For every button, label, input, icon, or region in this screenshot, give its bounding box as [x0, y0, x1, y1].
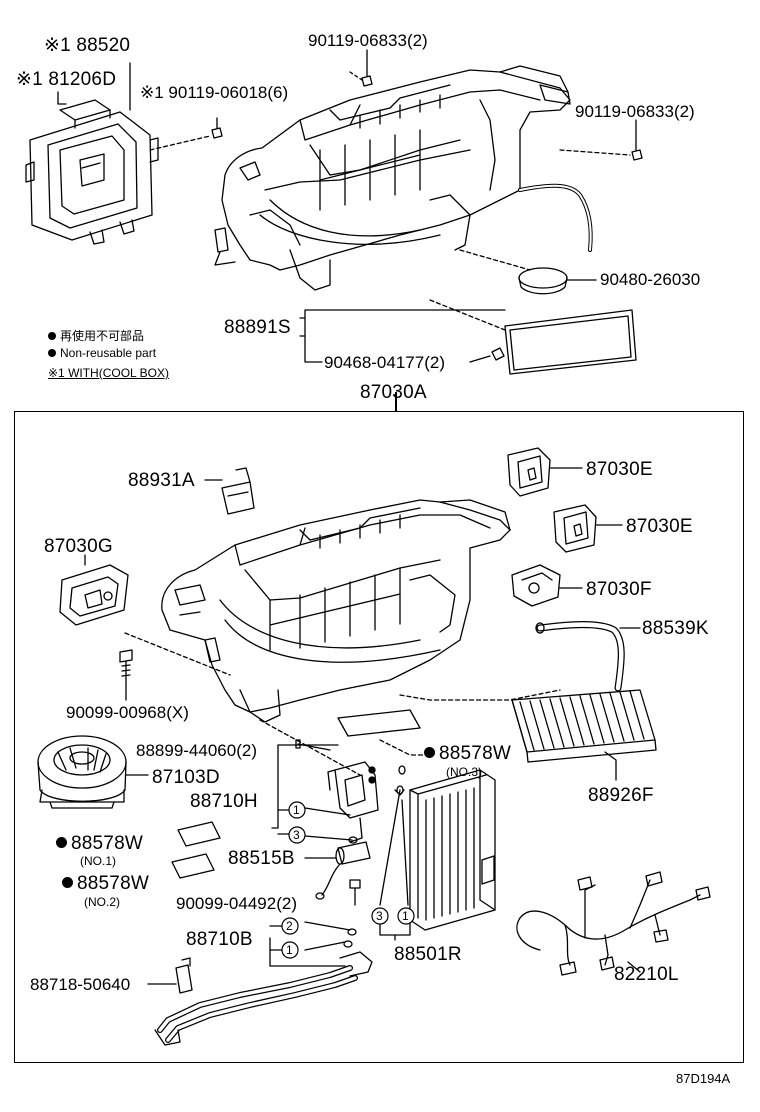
label-90480-26030: 90480-26030	[600, 270, 701, 289]
expansion-valve-88710H	[327, 761, 379, 843]
label-88926F: 88926F	[588, 785, 654, 806]
callout-3-88501R: 3	[376, 909, 383, 923]
label-88710B: 88710B	[186, 929, 253, 950]
callout-1-88710H: 1	[293, 803, 300, 817]
label-90468-04177: 90468-04177(2)	[324, 353, 445, 372]
callout-1-88710B: 1	[286, 943, 293, 957]
sensor-88515B	[315, 841, 371, 900]
label-88520: ※1 88520	[44, 35, 131, 56]
tube-88710B	[154, 951, 373, 1046]
label-87030E-b: 87030E	[626, 516, 693, 537]
cool-box-unit	[25, 99, 159, 245]
label-87030G: 87030G	[44, 536, 113, 557]
diagram-code: 87D194A	[676, 1071, 731, 1086]
label-90119-06833-top: 90119-06833(2)	[308, 31, 428, 50]
gasket-no3	[337, 709, 421, 737]
actuator-87030F	[511, 564, 561, 607]
label-88578W-no1-sub: (NO.1)	[80, 854, 116, 868]
label-88515B: 88515B	[228, 848, 295, 869]
callout-1-88501R: 1	[402, 909, 409, 923]
grommet	[518, 267, 597, 295]
legend-cool-box: ※1 WITH(COOL BOX)	[48, 366, 169, 380]
screw-90099-04492	[349, 879, 361, 906]
label-88578W-no3-sub: (NO.3)	[446, 765, 482, 779]
filter-cover	[504, 309, 637, 375]
label-88578W-no2-sub: (NO.2)	[84, 895, 120, 909]
blower-motor	[37, 735, 127, 809]
screw-top-right	[631, 119, 643, 161]
label-87103D: 87103D	[152, 767, 220, 788]
clip-small	[491, 347, 505, 361]
wire-harness	[516, 871, 711, 976]
label-88578W-no2: 88578W	[62, 874, 149, 893]
screw-90099-00968	[119, 649, 133, 681]
label-90099-04492: 90099-04492(2)	[176, 894, 297, 913]
screw-top-center	[361, 49, 373, 87]
label-82210L: 82210L	[614, 964, 679, 985]
part-88931A	[221, 467, 255, 515]
label-88710H: 88710H	[190, 791, 258, 812]
air-filter	[511, 689, 657, 763]
hvac-unit-lower	[161, 499, 511, 723]
label-90119-06018: ※1 90119-06018(6)	[140, 83, 289, 102]
bracket-88718-50640	[175, 957, 193, 994]
legend-non-reusable-jp: 再使用不可部品	[48, 330, 144, 342]
callout-2-88710B: 2	[286, 919, 293, 933]
label-88501R: 88501R	[394, 944, 462, 965]
label-87030A: 87030A	[360, 382, 427, 403]
label-90119-06833-right: 90119-06833(2)	[575, 102, 695, 121]
label-88578W-no1: 88578W	[56, 834, 143, 853]
label-81206D: ※1 81206D	[16, 69, 117, 90]
assembly-frame-87030A	[14, 411, 744, 1063]
actuator-87030E-a	[507, 447, 551, 497]
label-87030F: 87030F	[586, 579, 652, 600]
label-88931A: 88931A	[128, 470, 195, 491]
label-90099-00968: 90099-00968(X)	[66, 703, 189, 722]
callout-3-88710H: 3	[293, 828, 300, 842]
bracket-87030G	[59, 564, 129, 626]
actuator-87030E-b	[553, 504, 597, 553]
label-88539K: 88539K	[642, 618, 709, 639]
label-88891S: 88891S	[224, 317, 291, 338]
legend-non-reusable-en: Non-reusable part	[48, 347, 156, 359]
label-87030E-a: 87030E	[586, 459, 653, 480]
label-88578W-no3: 88578W	[424, 744, 511, 763]
label-88899-44060: 88899-44060(2)	[136, 741, 257, 760]
label-88718-50640: 88718-50640	[30, 975, 131, 994]
hvac-unit-upper	[214, 65, 571, 291]
screw-small	[211, 117, 223, 139]
